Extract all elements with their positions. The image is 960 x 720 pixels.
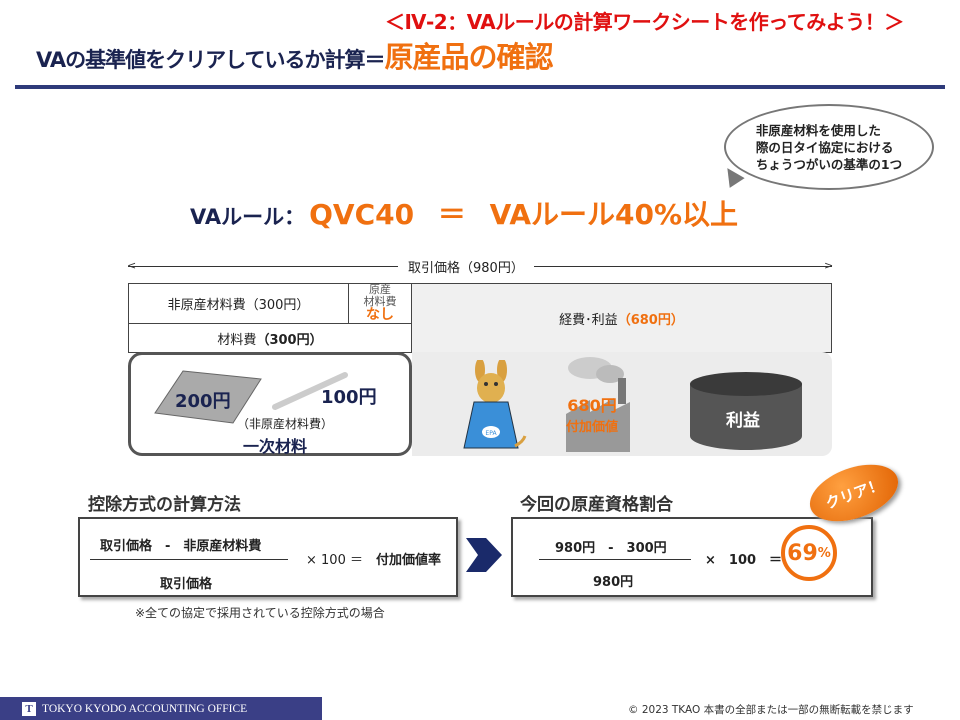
current-denominator: 980円 [593,575,634,590]
method-denominator: 取引価格 [160,577,213,592]
method-heading: 控除方式の計算方法 [88,495,241,515]
method-numerator: 取引価格 - 非原産材料費 [100,539,262,554]
title-highlight: 原産品の確認 [384,40,553,74]
plate-price: 200円 [175,391,231,412]
factory-icon [566,357,630,452]
origin-label: 原産 材料費 [363,283,397,308]
expense-cell: 経費･利益（680円） [411,283,832,353]
factory-value: 680円 [567,396,617,415]
material-cell: 材料費（300円） [128,323,412,353]
arrow-right-icon: > [824,259,834,272]
bubble-tail [719,168,745,192]
fraction-bar [90,559,288,560]
footnote: ※全ての協定で採用されている控除方式の場合 [135,606,385,620]
profit-label: 利益 [726,411,760,431]
speech-bubble: 非原産材料を使用した 際の日タイ協定における ちょうつがいの基準の1つ [724,104,934,190]
metal-rod-icon [272,372,348,410]
mascot-badge: EPA [485,430,497,437]
title-prefix: VAの基準値をクリアしているか計算＝ [36,48,385,72]
method-formula-box: 取引価格 - 非原産材料費 取引価格 × 100 ＝ 付加価値率 [78,517,458,597]
result-unit: % [817,545,831,561]
non-origin-note: （非原産材料費） [237,417,334,431]
va-rule-formula: QVC40 ＝ VAルール40%以上 [309,198,739,231]
va-rule-label: VAルール： [190,205,306,229]
bubble-line: ちょうつがいの基準の1つ [755,156,903,172]
method-result: 付加価値率 [376,553,442,568]
metal-plate-icon [154,370,262,424]
footer-bar: T TOKYO KYODO ACCOUNTING OFFICE [0,697,322,720]
value-added-panel: EPA 680円 付加価値 利益 [412,352,832,456]
material-value: （300円） [256,332,323,348]
arrow-right-icon [466,538,502,572]
factory-labels: 680円 付加価値 [566,392,618,435]
arrow-left-icon: < [127,259,137,272]
current-multiplier: × 100 ＝ [705,553,783,568]
fraction-bar [539,559,691,560]
va-rule: VAルール：QVC40 ＝ VAルール40%以上 [190,193,738,233]
bubble-line: 際の日タイ協定における [755,139,894,155]
bubble-line: 非原産材料を使用した [755,122,881,138]
company-logo-icon: T [22,701,36,716]
section-subtitle: ＜Ⅳ-2：VAルールの計算ワークシートを作ってみよう！＞ [385,10,904,34]
primary-materials-box: 200円 100円 （非原産材料費） 一次材料 [128,352,412,456]
rod-price: 100円 [321,387,377,408]
current-formula-box: 980円 - 300円 980円 × 100 ＝ 69% [511,517,873,597]
origin-none: なし [366,307,394,323]
current-heading: 今回の原産資格割合 [520,495,673,515]
result-value: 69 [787,540,818,566]
result-circle: 69% [781,525,837,581]
non-origin-cell: 非原産材料費（300円） [128,283,349,324]
factory-label: 付加価値 [566,420,619,435]
material-label: 材料費 [217,332,257,348]
header-divider [15,85,945,89]
expense-label: 経費･利益 [559,312,618,328]
method-multiplier: × 100 ＝ [306,553,363,568]
profit-cylinder-icon [690,372,802,450]
price-label: 取引価格（980円） [398,257,534,276]
clear-badge-text: クリア！ [822,474,886,513]
material-category: 一次材料 [243,437,308,456]
kangaroo-mascot-icon: EPA [463,360,527,449]
non-origin-text: 非原産材料費（300円） [167,298,310,313]
current-numerator: 980円 - 300円 [555,541,667,556]
expense-value: （680円） [617,312,684,328]
copyright: © 2023 TKAO 本書の全部または一部の無断転載を禁じます [628,704,914,716]
page-title: VAの基準値をクリアしているか計算＝原産品の確認 [36,34,553,76]
company-name: TOKYO KYODO ACCOUNTING OFFICE [42,702,248,715]
origin-cell: 原産 材料費なし [348,283,412,324]
